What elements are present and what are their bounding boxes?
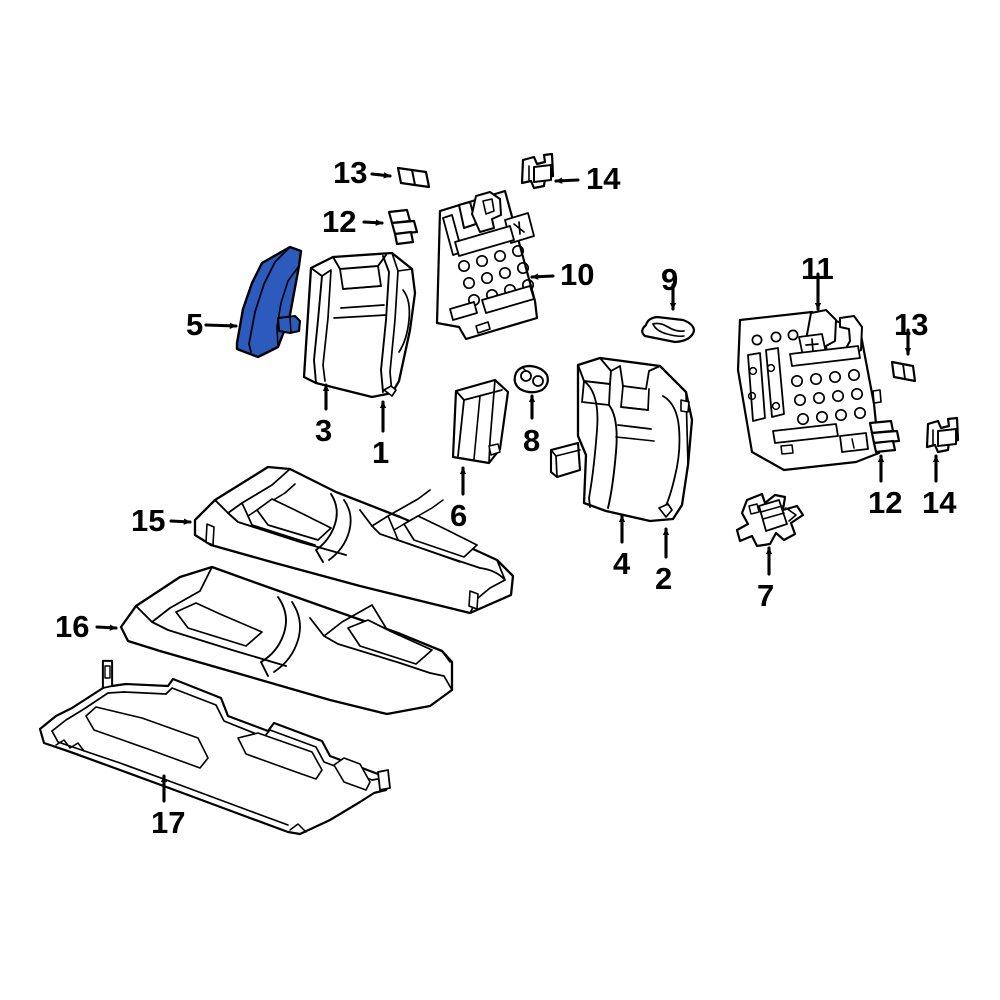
callout-label-14-right[interactable]: 14 <box>922 485 957 520</box>
part-15-cushion-cover <box>193 465 515 615</box>
part-5-side-bolster-highlighted <box>235 245 303 359</box>
callout-label-17[interactable]: 17 <box>151 805 186 840</box>
part-7-latch-striker <box>735 492 805 548</box>
callout-label-4[interactable]: 4 <box>613 546 631 581</box>
callout-label-16[interactable]: 16 <box>55 609 90 644</box>
callout-label-12-top[interactable]: 12 <box>322 204 357 239</box>
part-14-bracket-top <box>520 152 555 190</box>
part-8-grommet <box>513 364 549 394</box>
part-17-cushion-frame <box>38 659 391 836</box>
part-4-2-seatback-right <box>549 356 694 523</box>
part-6-armrest-panel <box>451 378 510 465</box>
callout-label-13-right[interactable]: 13 <box>894 307 929 342</box>
callout-label-13-top[interactable]: 13 <box>333 155 368 190</box>
part-10-frame-panel-left <box>435 189 539 341</box>
part-9-cover-cap <box>641 315 696 344</box>
part-11-frame-panel-right <box>736 309 882 472</box>
part-13-clip-top <box>396 166 431 189</box>
callout-label-9[interactable]: 9 <box>661 262 679 297</box>
callout-label-2[interactable]: 2 <box>655 561 673 596</box>
callout-label-7[interactable]: 7 <box>757 578 775 613</box>
callout-label-14-top[interactable]: 14 <box>586 161 621 196</box>
callout-label-15[interactable]: 15 <box>131 503 166 538</box>
callout-label-5[interactable]: 5 <box>186 307 204 342</box>
callout-label-11[interactable]: 11 <box>801 251 834 286</box>
callout-label-1[interactable]: 1 <box>372 435 390 470</box>
callout-label-6[interactable]: 6 <box>450 498 468 533</box>
part-16-cushion-pad <box>119 565 454 716</box>
part-13-clip-right <box>890 360 917 383</box>
callout-leader-arrows <box>95 172 940 803</box>
part-14-bracket-right <box>925 416 960 454</box>
callout-label-3[interactable]: 3 <box>315 413 333 448</box>
callout-label-12-right[interactable]: 12 <box>868 485 903 520</box>
part-12-retainer-right <box>868 419 901 454</box>
part-3-1-seatback-left <box>302 251 417 399</box>
part-12-retainer-top <box>387 208 419 246</box>
callout-label-10[interactable]: 10 <box>560 257 595 292</box>
callout-label-8[interactable]: 8 <box>523 423 541 458</box>
